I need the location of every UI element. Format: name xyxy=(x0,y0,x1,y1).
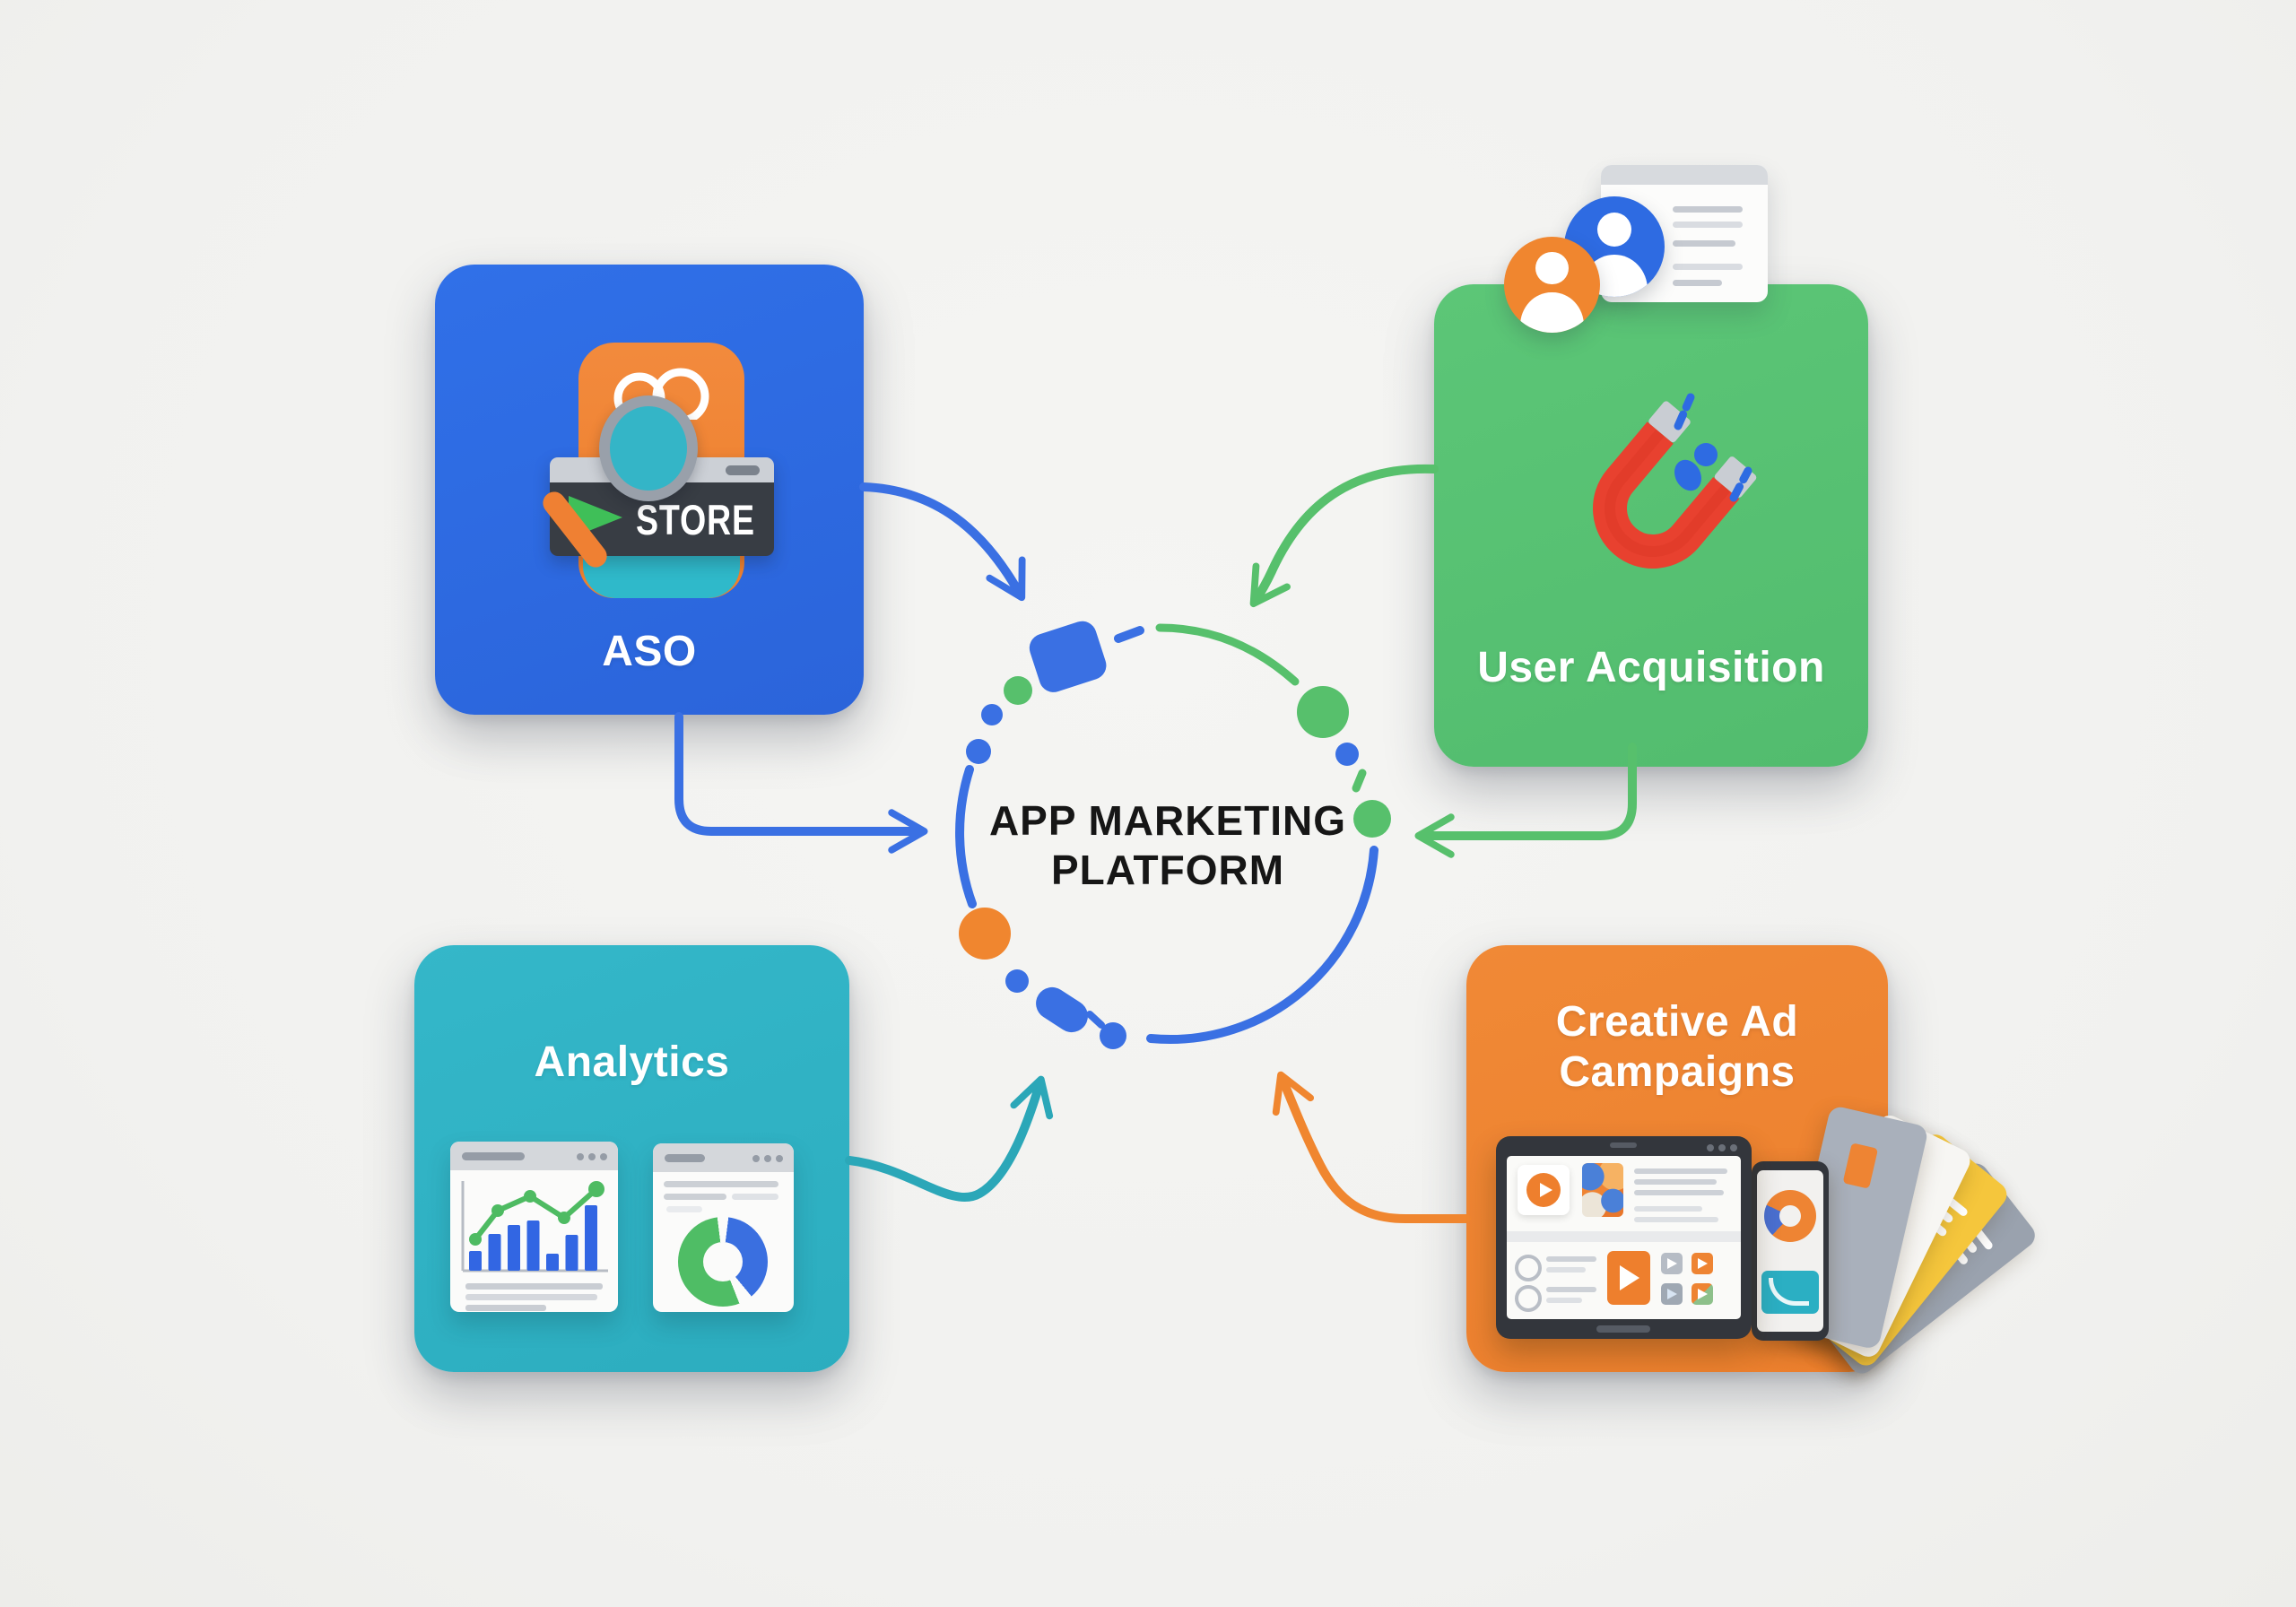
hub-node-blue-pill xyxy=(1036,986,1088,1033)
hub-node-blue-bottom xyxy=(1100,1022,1126,1049)
phone-donut-chart-icon xyxy=(1764,1190,1816,1242)
window-dots-icon xyxy=(752,1155,783,1162)
card-aso-label: ASO xyxy=(602,628,697,675)
hub-node-orange xyxy=(959,908,1011,960)
hub-node-blue-square xyxy=(1029,621,1107,692)
card-analytics: Analytics xyxy=(414,945,849,1372)
diagram-title: APP MARKETING PLATFORM xyxy=(989,796,1346,895)
arrow-ua-to-hub-right xyxy=(1414,743,1637,858)
app-store-optimization-icon: STORE xyxy=(435,265,864,623)
hub-node-green-medium xyxy=(1353,800,1391,838)
diagram-title-line1: APP MARKETING xyxy=(988,797,1347,844)
card-user-acquisition: User Acquisition xyxy=(1434,284,1868,767)
hub-arc-green-top xyxy=(1155,623,1300,686)
arrow-aso-to-hub-top xyxy=(859,482,1026,602)
hub-dash-green-right xyxy=(1352,769,1367,793)
card-creative-label: Creative Ad Campaigns xyxy=(1555,998,1799,1096)
arrow-aso-to-hub-left xyxy=(674,712,928,854)
camera-slot-icon xyxy=(726,465,760,475)
donut-chart-window-icon xyxy=(653,1143,794,1312)
store-badge-label: STORE xyxy=(636,496,755,543)
mini-ad-tile-icon xyxy=(1692,1253,1713,1274)
mini-ad-tile-icon xyxy=(1661,1283,1683,1305)
document-header xyxy=(1601,165,1768,185)
hub-node-blue-small xyxy=(1335,743,1359,766)
arrow-ua-to-hub-top xyxy=(1249,464,1439,608)
magnet-icon xyxy=(1593,393,1757,569)
arrow-analytics-to-hub xyxy=(845,1075,1054,1203)
card-analytics-label: Analytics xyxy=(534,1038,730,1086)
attracted-user-icon xyxy=(1674,393,1752,502)
window-title-pill xyxy=(665,1154,705,1162)
bar-chart-window-icon xyxy=(450,1142,618,1312)
hub-arc-blue-right xyxy=(1146,846,1378,1045)
arrow-creative-to-hub xyxy=(1272,1071,1471,1223)
hub-node-green-large xyxy=(1297,686,1349,738)
tablet-ad-dashboard-icon xyxy=(1496,1136,1752,1339)
feed-avatar-icon xyxy=(1515,1255,1542,1281)
card-ua-label: User Acquisition xyxy=(1477,644,1825,691)
hub-dash-blue-bottom xyxy=(1086,1011,1105,1029)
mini-ad-tile-icon xyxy=(1692,1283,1713,1305)
video-ad-tile-icon xyxy=(1518,1165,1570,1215)
card-aso: STORE ASO xyxy=(435,265,864,715)
hub-node-blue-upper1 xyxy=(966,739,991,764)
hub-arc-blue-left xyxy=(955,765,977,908)
phone-ad-icon xyxy=(1752,1161,1829,1341)
hub-node-green-upper xyxy=(1004,676,1032,705)
play-button-icon xyxy=(1526,1173,1561,1207)
mini-donut-chart xyxy=(678,1217,768,1307)
window-title-pill xyxy=(462,1152,525,1160)
hub-dash-blue-top xyxy=(1114,626,1144,643)
mini-ad-tile-icon xyxy=(1661,1253,1683,1274)
feed-avatar-icon xyxy=(1515,1285,1542,1312)
phone-teal-banner-icon xyxy=(1761,1271,1819,1314)
user-avatar-orange-icon xyxy=(1504,237,1600,333)
tablet-dots-icon xyxy=(1707,1144,1737,1151)
mini-bar-line-chart xyxy=(461,1181,608,1311)
window-dots-icon xyxy=(577,1153,607,1160)
image-ad-collage-icon xyxy=(1582,1163,1623,1217)
tablet-home-bar xyxy=(1596,1325,1650,1333)
ad-logo-tile-icon xyxy=(1607,1251,1650,1305)
tablet-notch xyxy=(1610,1142,1637,1148)
hub-node-blue-left-small xyxy=(1005,969,1029,993)
diagram-title-line2: PLATFORM xyxy=(1050,847,1285,893)
hub-node-blue-upper2 xyxy=(981,704,1003,725)
